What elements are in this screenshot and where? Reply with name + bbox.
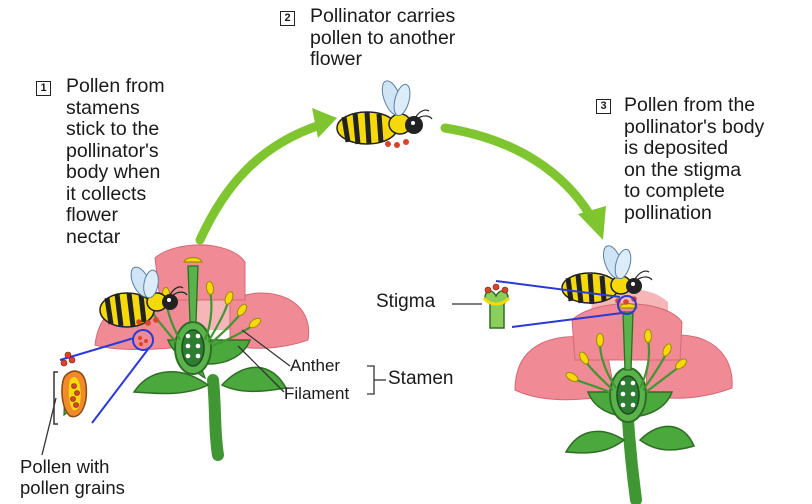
step-3-text: Pollen from the pollinator's body is dep… — [624, 95, 764, 224]
arrow-to-pollinator — [200, 125, 320, 240]
label-anther: Anther — [290, 356, 340, 375]
left-flower — [95, 244, 309, 455]
pollen-zoom — [42, 338, 149, 455]
leaf-left — [134, 372, 208, 394]
label-pollen-grains: Pollen with pollen grains — [20, 456, 125, 498]
right-flower — [515, 243, 732, 500]
step-2-number: 2 — [280, 11, 295, 26]
leaf-right — [222, 367, 286, 391]
label-stigma: Stigma — [376, 292, 435, 311]
arrowhead-1 — [312, 108, 337, 138]
arrow-to-second-flower — [445, 128, 590, 215]
bee-center — [337, 78, 432, 148]
label-filament: Filament — [284, 384, 349, 403]
style — [188, 266, 198, 322]
step-1-number: 1 — [36, 81, 51, 96]
step-2-text: Pollinator carries pollen to another flo… — [310, 6, 455, 71]
step-3-number: 3 — [596, 99, 611, 114]
label-stamen: Stamen — [388, 369, 453, 388]
step-1-text: Pollen from stamens stick to the pollina… — [66, 76, 165, 248]
